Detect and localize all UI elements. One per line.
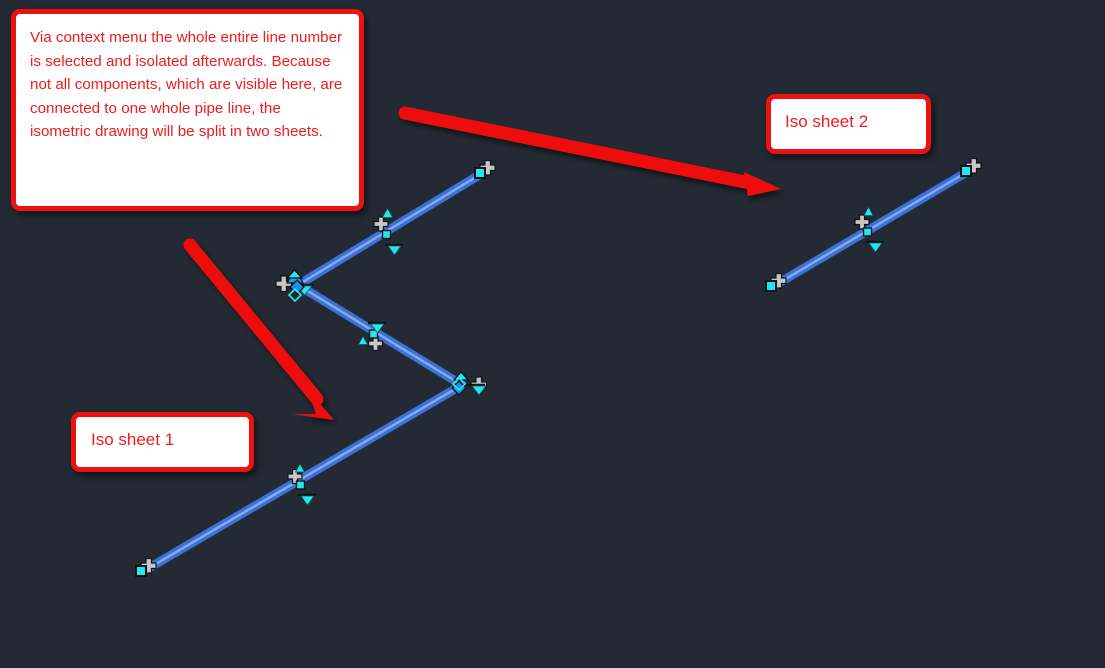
endpoint-square-icon[interactable] — [474, 167, 486, 179]
add-triangle-up-icon[interactable] — [294, 463, 306, 473]
add-triangle-up-icon[interactable] — [357, 335, 369, 345]
explanation-callout-text: Via context menu the whole entire line n… — [30, 29, 347, 140]
arrow-head — [292, 388, 334, 420]
stretch-square-icon[interactable] — [368, 329, 379, 339]
endpoint-grip-bottom-left-sheet1[interactable] — [135, 557, 157, 577]
pipe-run-sheet-1[interactable] — [137, 169, 486, 577]
move-plus-icon[interactable] — [854, 214, 870, 230]
vertex-grip-left-elbow[interactable] — [275, 269, 314, 303]
arrow-to-iso-sheet-2 — [398, 106, 781, 196]
pipe-highlight-sheet-1 — [140, 172, 483, 574]
add-triangle-up-icon[interactable] — [863, 206, 874, 216]
segment-grip-upper-sheet1[interactable] — [373, 207, 403, 256]
stretch-square-icon[interactable] — [381, 229, 392, 240]
arrow-head — [744, 172, 781, 196]
arrow-to-iso-sheet-1 — [183, 238, 334, 420]
segment-grip-middle-sheet1[interactable] — [357, 321, 387, 352]
flow-arrow-up-icon[interactable] — [285, 269, 304, 279]
flow-arrow-up-icon[interactable] — [452, 371, 470, 381]
arrow-shaft — [183, 238, 324, 406]
vertex-diamond-outline-icon[interactable] — [287, 287, 303, 303]
arrow-shaft — [398, 106, 762, 191]
move-plus-icon[interactable] — [287, 468, 303, 485]
stretch-diamond-icon[interactable] — [451, 380, 467, 396]
flow-triangle-down-icon[interactable] — [868, 242, 883, 253]
segment-grip-lower-sheet1[interactable] — [287, 463, 316, 506]
iso-sheet-1-label: Iso sheet 1 — [91, 430, 175, 449]
move-plus-icon[interactable] — [373, 216, 389, 232]
endpoint-square-icon[interactable] — [765, 280, 777, 292]
flow-triangle-down-icon[interactable] — [471, 385, 487, 396]
stretch-square-icon[interactable] — [295, 480, 306, 490]
explanation-callout: Via context menu the whole entire line n… — [11, 9, 364, 211]
vertex-grip-right-elbow[interactable] — [451, 371, 488, 396]
iso-sheet-2-callout: Iso sheet 2 — [766, 94, 931, 154]
endpoint-grip-bottom-left-sheet2[interactable] — [765, 272, 787, 292]
add-triangle-up-icon[interactable] — [381, 207, 394, 218]
endpoint-square-icon[interactable] — [960, 165, 972, 177]
flow-triangle-down-icon[interactable] — [300, 495, 315, 506]
endpoint-grip-top-right-sheet1[interactable] — [474, 159, 496, 179]
stretch-square-icon[interactable] — [862, 227, 873, 237]
flow-triangle-down-icon[interactable] — [387, 245, 402, 256]
iso-sheet-2-label: Iso sheet 2 — [785, 112, 869, 131]
endpoint-grip-top-right-sheet2[interactable] — [960, 157, 982, 177]
endpoint-square-icon[interactable] — [135, 565, 147, 577]
flow-triangle-down-icon[interactable] — [370, 323, 385, 334]
segment-grip-sheet2[interactable] — [854, 206, 884, 253]
pipe-body-sheet-1 — [137, 169, 486, 577]
vertex-diamond-outline-icon[interactable] — [451, 376, 467, 392]
iso-sheet-1-callout: Iso sheet 1 — [71, 412, 254, 472]
